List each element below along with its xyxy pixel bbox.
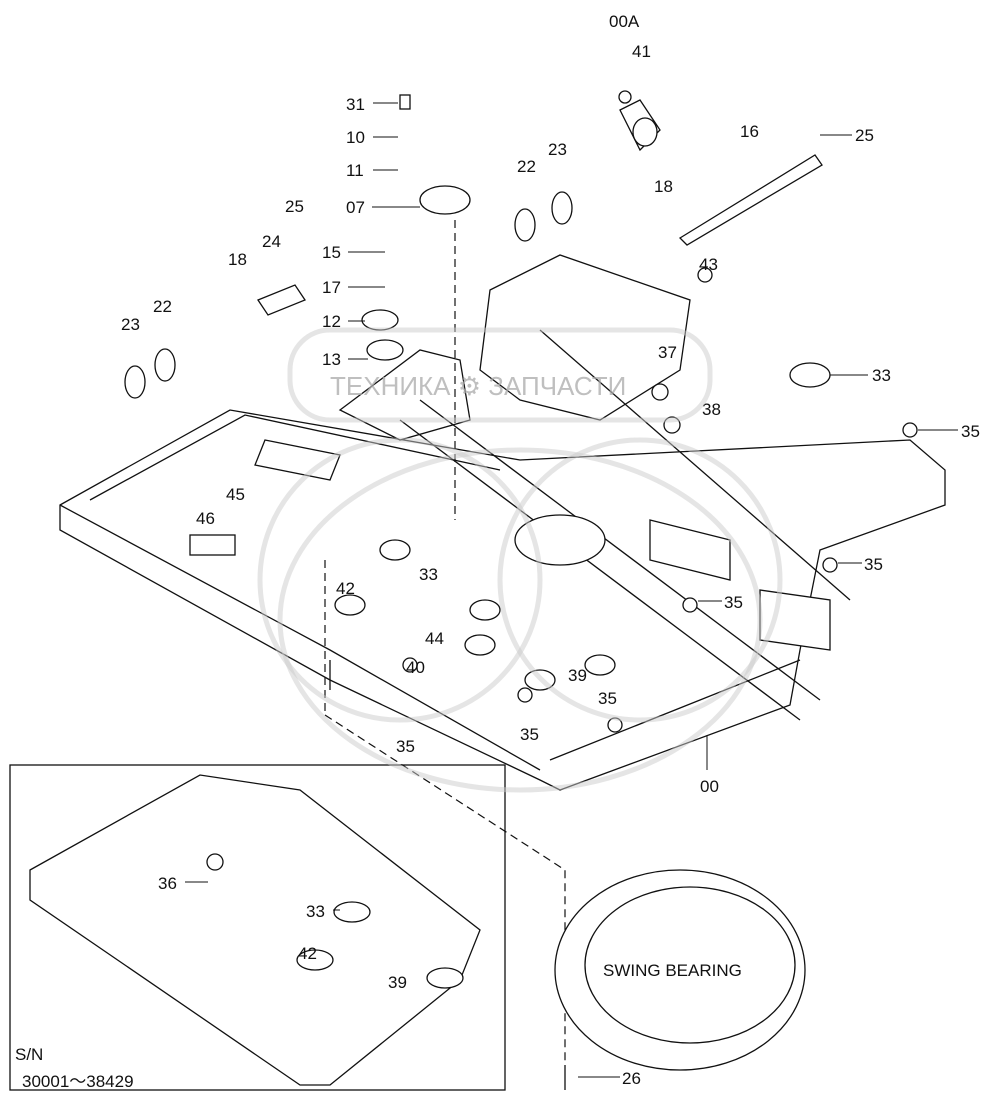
callout-22: 22 xyxy=(153,297,172,316)
callout-35: 35 xyxy=(396,737,415,756)
callout-labels: 00A 41 31 10 11 16 25 22 23 07 18 25 24 … xyxy=(15,12,980,1091)
callout-39: 39 xyxy=(388,973,407,992)
inset-frame xyxy=(9,764,506,1091)
callout-42: 42 xyxy=(336,579,355,598)
callout-25: 25 xyxy=(285,197,304,216)
callout-10: 10 xyxy=(346,128,365,147)
callout-45: 45 xyxy=(226,485,245,504)
callout-00: 00 xyxy=(700,777,719,796)
callout-25: 25 xyxy=(855,126,874,145)
callout-35: 35 xyxy=(598,689,617,708)
callout-42: 42 xyxy=(298,944,317,963)
callout-31: 31 xyxy=(346,95,365,114)
callout-23: 23 xyxy=(548,140,567,159)
callout-41: 41 xyxy=(632,42,651,61)
callout-12: 12 xyxy=(322,312,341,331)
callout-37: 37 xyxy=(658,343,677,362)
callout-15: 15 xyxy=(322,243,341,262)
callout-23: 23 xyxy=(121,315,140,334)
callout-16: 16 xyxy=(740,122,759,141)
callout-46: 46 xyxy=(196,509,215,528)
callout-44: 44 xyxy=(425,629,444,648)
callout-35: 35 xyxy=(961,422,980,441)
callout-13: 13 xyxy=(322,350,341,369)
callout-33: 33 xyxy=(306,902,325,921)
callout-26: 26 xyxy=(622,1069,641,1088)
callout-35: 35 xyxy=(520,725,539,744)
callout-35: 35 xyxy=(724,593,743,612)
callout-33: 33 xyxy=(419,565,438,584)
callout-22: 22 xyxy=(517,157,536,176)
callout-36: 36 xyxy=(158,874,177,893)
callout-39: 39 xyxy=(568,666,587,685)
callout-18: 18 xyxy=(654,177,673,196)
callout-11: 11 xyxy=(346,161,364,180)
callout-17: 17 xyxy=(322,278,341,297)
callout-00A: 00A xyxy=(609,12,640,31)
callout-07: 07 xyxy=(346,198,365,217)
swing-bearing: SWING BEARING xyxy=(554,869,806,1090)
callout-40: 40 xyxy=(406,658,425,677)
watermark: ТЕХНИКА ⚙ ЗАПЧАСТИ xyxy=(257,327,783,793)
watermark-text: ТЕХНИКА ⚙ ЗАПЧАСТИ xyxy=(330,371,626,401)
callout-38: 38 xyxy=(702,400,721,419)
swing-bearing-label: SWING BEARING xyxy=(603,961,742,980)
leader-lines xyxy=(185,102,958,1078)
callout-43: 43 xyxy=(699,255,718,274)
serial-label: S/N xyxy=(15,1045,43,1064)
callout-24: 24 xyxy=(262,232,281,251)
callout-18: 18 xyxy=(228,250,247,269)
callout-33: 33 xyxy=(872,366,891,385)
callout-35: 35 xyxy=(864,555,883,574)
serial-range: 30001～38429 xyxy=(22,1072,134,1091)
